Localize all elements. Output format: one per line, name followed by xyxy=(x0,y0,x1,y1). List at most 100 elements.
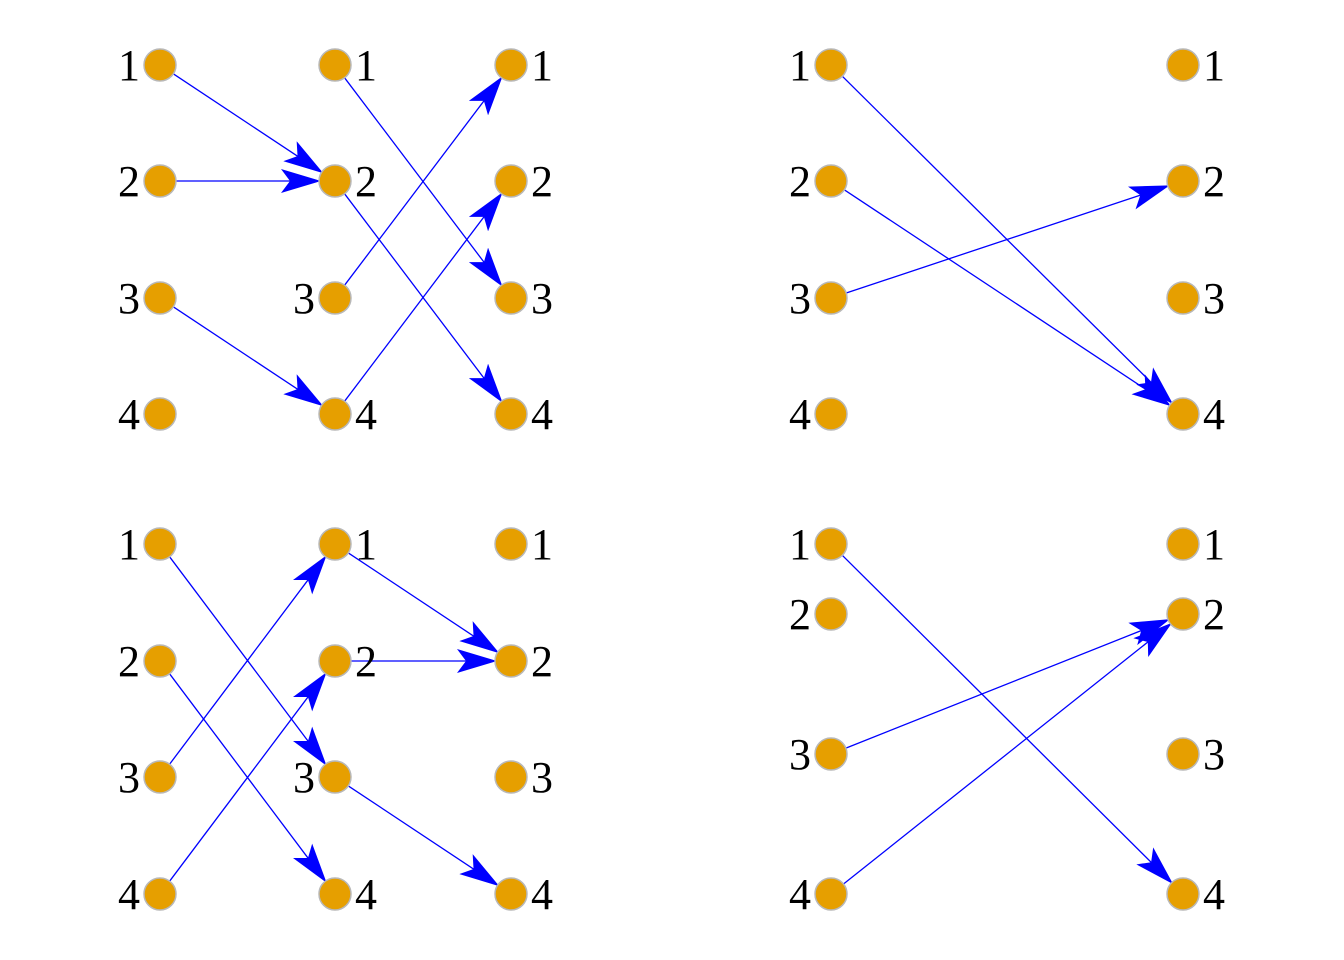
node-label-b4: 4 xyxy=(355,390,377,439)
node-c3 xyxy=(1166,281,1200,315)
node-label-c2: 2 xyxy=(1203,590,1225,639)
node-label-a2: 2 xyxy=(789,590,811,639)
node-label-c2: 2 xyxy=(531,157,553,206)
edge-a3-to-b1 xyxy=(169,555,327,765)
node-c4 xyxy=(1166,877,1200,911)
node-label-c4: 4 xyxy=(1203,390,1225,439)
node-c2 xyxy=(1166,164,1200,198)
node-label-a1: 1 xyxy=(118,41,140,90)
node-b1 xyxy=(318,527,352,561)
edge-a3-to-c2 xyxy=(845,185,1170,294)
edges xyxy=(841,75,1174,407)
node-label-a3: 3 xyxy=(118,753,140,802)
edge-a4-to-b2 xyxy=(169,672,327,882)
node-c2 xyxy=(1166,597,1200,631)
node-label-b3: 3 xyxy=(293,274,315,323)
nodes: 1 2 3 4 1 2 3 4 xyxy=(789,41,1225,439)
node-a2 xyxy=(814,597,848,631)
node-a4 xyxy=(143,877,177,911)
node-label-c4: 4 xyxy=(531,390,553,439)
panel-top-right: 1 2 3 4 1 2 3 4 xyxy=(789,41,1225,439)
node-label-c4: 4 xyxy=(1203,870,1225,919)
node-b4 xyxy=(318,397,352,431)
node-a2 xyxy=(143,164,177,198)
node-c4 xyxy=(494,397,528,431)
node-a3 xyxy=(814,737,848,771)
node-a4 xyxy=(814,877,848,911)
node-label-a2: 2 xyxy=(789,157,811,206)
edge-a1-to-c4 xyxy=(841,554,1174,885)
node-label-c2: 2 xyxy=(531,637,553,686)
node-label-a4: 4 xyxy=(118,870,140,919)
node-label-a4: 4 xyxy=(118,390,140,439)
node-label-c2: 2 xyxy=(1203,157,1225,206)
node-label-b4: 4 xyxy=(355,870,377,919)
node-c2 xyxy=(494,164,528,198)
node-label-c1: 1 xyxy=(1203,520,1225,569)
node-c1 xyxy=(1166,48,1200,82)
node-label-b2: 2 xyxy=(355,637,377,686)
node-label-b2: 2 xyxy=(355,157,377,206)
node-c4 xyxy=(494,877,528,911)
node-c1 xyxy=(1166,527,1200,561)
node-label-a1: 1 xyxy=(789,41,811,90)
node-a4 xyxy=(143,397,177,431)
node-c4 xyxy=(1166,397,1200,431)
node-c3 xyxy=(1166,737,1200,771)
node-label-a4: 4 xyxy=(789,390,811,439)
node-a1 xyxy=(143,48,177,82)
node-a2 xyxy=(814,164,848,198)
node-b2 xyxy=(318,164,352,198)
node-label-b1: 1 xyxy=(355,41,377,90)
node-label-a4: 4 xyxy=(789,870,811,919)
node-c3 xyxy=(494,281,528,315)
node-label-c4: 4 xyxy=(531,870,553,919)
node-a3 xyxy=(814,281,848,315)
node-a3 xyxy=(143,760,177,794)
node-label-c1: 1 xyxy=(1203,41,1225,90)
node-a1 xyxy=(143,527,177,561)
node-b3 xyxy=(318,281,352,315)
node-label-c3: 3 xyxy=(1203,274,1225,323)
edge-a3-to-c2 xyxy=(845,619,1170,749)
node-b3 xyxy=(318,760,352,794)
node-a4 xyxy=(814,397,848,431)
node-label-c3: 3 xyxy=(531,753,553,802)
node-label-c3: 3 xyxy=(1203,730,1225,779)
node-label-a2: 2 xyxy=(118,637,140,686)
edge-b1-to-c2 xyxy=(347,552,500,654)
edge-b3-to-c4 xyxy=(347,785,500,887)
node-label-a3: 3 xyxy=(789,730,811,779)
edge-b3-to-c1 xyxy=(344,76,503,286)
node-a1 xyxy=(814,527,848,561)
node-c1 xyxy=(494,48,528,82)
node-label-c1: 1 xyxy=(531,520,553,569)
edges xyxy=(169,552,500,887)
edges xyxy=(841,554,1174,885)
node-a3 xyxy=(143,281,177,315)
edge-b4-to-c2 xyxy=(344,192,503,402)
node-a1 xyxy=(814,48,848,82)
node-c2 xyxy=(494,644,528,678)
edges xyxy=(172,73,503,407)
node-b4 xyxy=(318,877,352,911)
node-c1 xyxy=(494,527,528,561)
edge-a2-to-c4 xyxy=(843,189,1172,407)
node-label-b1: 1 xyxy=(355,520,377,569)
edge-a4-to-c2 xyxy=(843,622,1173,885)
node-c3 xyxy=(494,760,528,794)
node-label-a2: 2 xyxy=(118,157,140,206)
edge-a3-to-b4 xyxy=(172,306,324,407)
node-label-c3: 3 xyxy=(531,274,553,323)
node-label-b3: 3 xyxy=(293,753,315,802)
node-label-a3: 3 xyxy=(789,274,811,323)
node-b2 xyxy=(318,644,352,678)
